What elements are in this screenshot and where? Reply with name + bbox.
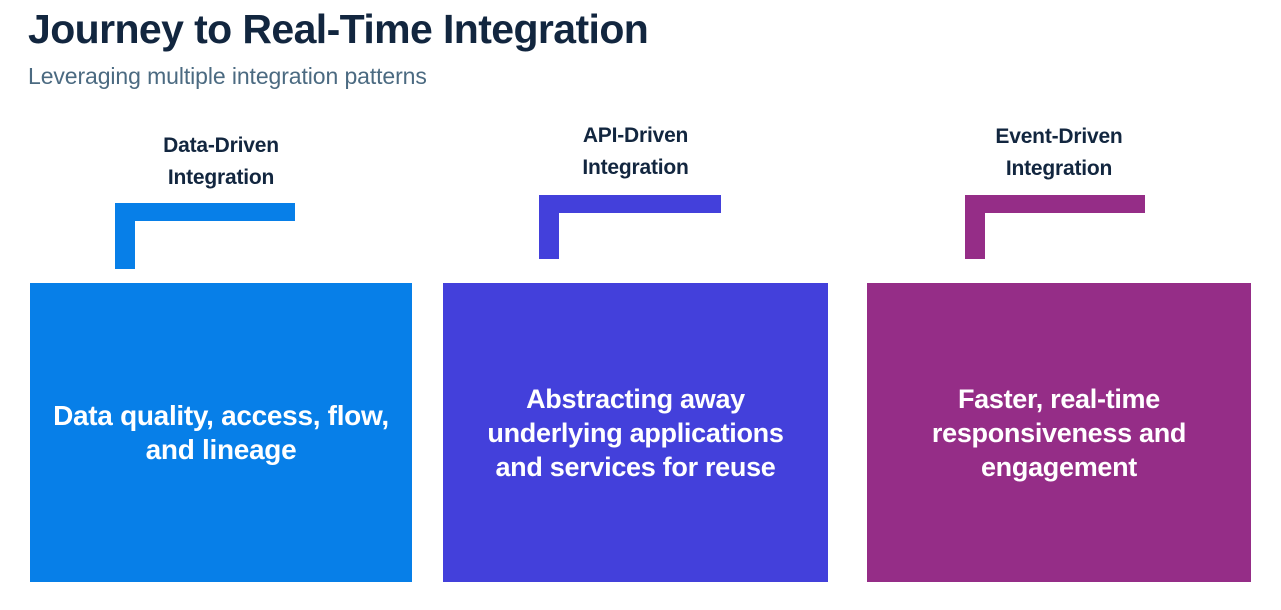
bracket-vertical-arm-icon	[115, 203, 135, 269]
header-block: Journey to Real-Time Integration Leverag…	[28, 2, 1228, 91]
page-subtitle: Leveraging multiple integration patterns	[28, 63, 427, 89]
card-text-event-driven: Faster, real-time responsiveness and eng…	[931, 383, 1187, 482]
bracket-horizontal-arm-icon	[965, 195, 1145, 213]
card-text-api-driven: Abstracting away underlying applications…	[487, 383, 784, 482]
bracket-horizontal-arm-icon	[539, 195, 721, 213]
column-api-driven: API-Driven Integration Abstracting away …	[443, 0, 828, 610]
column-event-driven: Event-Driven Integration Faster, real-ti…	[867, 0, 1251, 610]
card-text-data-driven: Data quality, access, flow, and lineage	[53, 399, 389, 465]
page-title: Journey to Real-Time Integration	[28, 6, 649, 52]
bracket-vertical-arm-icon	[965, 195, 985, 259]
card-data-driven[interactable]: Data quality, access, flow, and lineage	[30, 283, 412, 582]
column-data-driven: Data-Driven Integration Data quality, ac…	[30, 0, 412, 610]
column-heading-api-driven: API-Driven Integration	[582, 124, 689, 179]
bracket-connector-data-driven	[115, 203, 295, 269]
bracket-connector-api-driven	[539, 195, 721, 259]
column-heading-event-driven: Event-Driven Integration	[995, 125, 1123, 180]
bracket-horizontal-arm-icon	[115, 203, 295, 221]
bracket-connector-event-driven	[965, 195, 1145, 259]
card-api-driven[interactable]: Abstracting away underlying applications…	[443, 283, 828, 582]
column-heading-data-driven: Data-Driven Integration	[163, 134, 279, 189]
bracket-vertical-arm-icon	[539, 195, 559, 259]
card-event-driven[interactable]: Faster, real-time responsiveness and eng…	[867, 283, 1251, 582]
